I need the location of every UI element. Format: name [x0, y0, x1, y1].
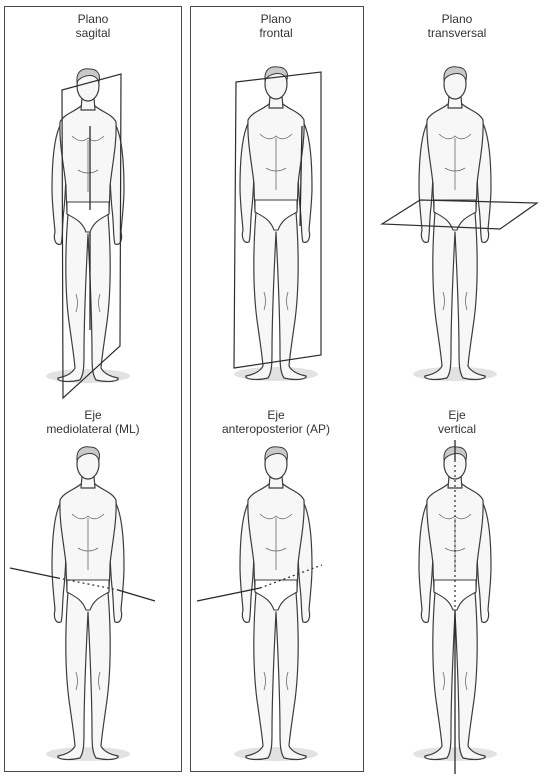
figure-sagittal-plane — [46, 69, 130, 398]
figure-vertical-axis — [413, 440, 497, 774]
figure-anteroposterior-axis — [197, 447, 322, 761]
figure-frontal-plane — [234, 67, 321, 381]
figure-mediolateral-axis — [10, 447, 155, 761]
figure-transverse-plane — [382, 67, 537, 381]
